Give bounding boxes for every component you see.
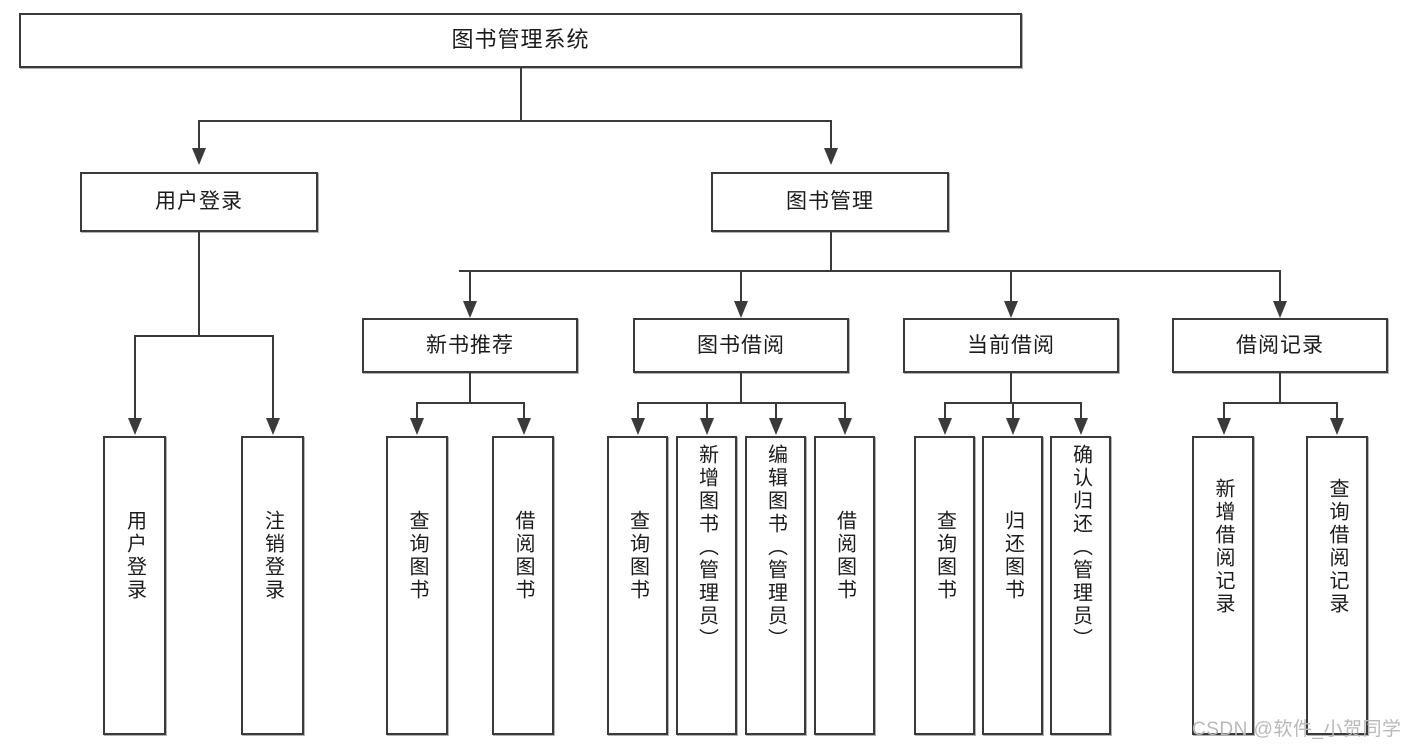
node-root-system[interactable]: 图书管理系统 bbox=[19, 13, 1022, 68]
node-book-borrow[interactable]: 图书借阅 bbox=[633, 318, 849, 373]
connector-user-login-bus bbox=[134, 335, 274, 337]
node-label: 新增图书（管理员） bbox=[695, 444, 718, 651]
connector-root-stem bbox=[520, 68, 522, 120]
arrowhead-leaf-bookborrow-3 bbox=[838, 418, 852, 435]
connector-drop-leaf-current-2 bbox=[1080, 402, 1082, 419]
arrowhead-book-borrow bbox=[734, 301, 748, 318]
node-user-login[interactable]: 用户登录 bbox=[80, 172, 318, 232]
connector-drop-current-borrow bbox=[1010, 270, 1012, 302]
connector-new-book-bus bbox=[416, 402, 524, 404]
node-label: 用户登录 bbox=[123, 510, 146, 602]
node-new-book-recommend[interactable]: 新书推荐 bbox=[362, 318, 578, 373]
connector-book-manage-stem bbox=[830, 232, 832, 271]
connector-drop-leaf-user-login-0 bbox=[134, 335, 136, 419]
connector-level2-bus bbox=[198, 120, 832, 122]
node-leaf-query-borrow-record[interactable]: 查询借阅记录 bbox=[1306, 436, 1368, 735]
connector-drop-leaf-current-0 bbox=[944, 402, 946, 419]
node-label: 注销登录 bbox=[261, 510, 284, 602]
arrowhead-leaf-record-1 bbox=[1330, 418, 1344, 435]
connector-drop-leaf-user-login-1 bbox=[272, 335, 274, 419]
node-label: 用户登录 bbox=[155, 190, 243, 214]
connector-drop-leaf-record-1 bbox=[1336, 402, 1338, 419]
node-book-management[interactable]: 图书管理 bbox=[711, 172, 949, 232]
node-label: 图书管理系统 bbox=[451, 27, 590, 53]
connector-drop-book-borrow bbox=[740, 270, 742, 302]
connector-drop-leaf-newbook-0 bbox=[416, 402, 418, 419]
node-label: 新书推荐 bbox=[426, 333, 514, 357]
connector-drop-leaf-current-1 bbox=[1012, 402, 1014, 419]
connector-drop-leaf-bookborrow-3 bbox=[844, 402, 846, 419]
arrowhead-leaf-current-2 bbox=[1074, 418, 1088, 435]
arrowhead-user-login bbox=[192, 148, 206, 165]
node-leaf-borrow-book-newbook[interactable]: 借阅图书 bbox=[492, 436, 554, 735]
connector-borrow-record-stem bbox=[1279, 373, 1281, 403]
connector-drop-leaf-bookborrow-1 bbox=[706, 402, 708, 419]
connector-book-borrow-bus bbox=[637, 402, 845, 404]
connector-level3-bus bbox=[459, 270, 1281, 272]
arrowhead-current-borrow bbox=[1004, 301, 1018, 318]
node-label: 图书借阅 bbox=[697, 333, 785, 357]
node-leaf-add-borrow-record[interactable]: 新增借阅记录 bbox=[1192, 436, 1254, 735]
connector-current-borrow-stem bbox=[1010, 373, 1012, 403]
arrowhead-leaf-current-0 bbox=[938, 418, 952, 435]
connector-new-book-stem bbox=[469, 373, 471, 403]
node-leaf-query-book-newbook[interactable]: 查询图书 bbox=[386, 436, 448, 735]
connector-user-login-stem bbox=[198, 232, 200, 335]
arrowhead-new-book bbox=[463, 301, 477, 318]
node-leaf-logout[interactable]: 注销登录 bbox=[241, 436, 304, 735]
arrowhead-borrow-record bbox=[1273, 301, 1287, 318]
arrowhead-leaf-user-login-1 bbox=[266, 418, 280, 435]
node-label: 查询图书 bbox=[933, 510, 956, 602]
node-label: 图书管理 bbox=[786, 190, 874, 214]
node-leaf-add-book-admin[interactable]: 新增图书（管理员） bbox=[676, 436, 737, 735]
node-label: 借阅记录 bbox=[1236, 333, 1324, 357]
node-leaf-confirm-return-admin[interactable]: 确认归还（管理员） bbox=[1050, 436, 1111, 735]
node-current-borrow[interactable]: 当前借阅 bbox=[903, 318, 1119, 373]
node-leaf-query-book-current[interactable]: 查询图书 bbox=[914, 436, 975, 735]
connector-drop-leaf-bookborrow-2 bbox=[775, 402, 777, 419]
node-leaf-user-login[interactable]: 用户登录 bbox=[103, 436, 166, 735]
node-label: 编辑图书（管理员） bbox=[764, 444, 787, 651]
arrowhead-leaf-bookborrow-0 bbox=[631, 418, 645, 435]
connector-book-borrow-stem bbox=[740, 373, 742, 403]
arrowhead-leaf-record-0 bbox=[1217, 418, 1231, 435]
arrowhead-leaf-user-login-0 bbox=[128, 418, 142, 435]
node-leaf-borrow-book[interactable]: 借阅图书 bbox=[814, 436, 875, 735]
connector-drop-leaf-newbook-1 bbox=[523, 402, 525, 419]
connector-drop-book-manage bbox=[830, 120, 832, 149]
node-label: 查询图书 bbox=[406, 510, 428, 602]
node-label: 查询借阅记录 bbox=[1326, 478, 1348, 616]
arrowhead-leaf-bookborrow-2 bbox=[769, 418, 783, 435]
node-borrow-record[interactable]: 借阅记录 bbox=[1172, 318, 1388, 373]
connector-borrow-record-bus bbox=[1223, 402, 1337, 404]
arrowhead-leaf-newbook-1 bbox=[517, 418, 531, 435]
node-leaf-return-book[interactable]: 归还图书 bbox=[982, 436, 1043, 735]
arrowhead-leaf-newbook-0 bbox=[410, 418, 424, 435]
arrowhead-leaf-current-1 bbox=[1006, 418, 1020, 435]
node-label: 新增借阅记录 bbox=[1212, 478, 1234, 616]
arrowhead-book-manage bbox=[824, 148, 838, 165]
node-leaf-query-book-borrow[interactable]: 查询图书 bbox=[607, 436, 668, 735]
connector-drop-leaf-bookborrow-0 bbox=[637, 402, 639, 419]
node-leaf-edit-book-admin[interactable]: 编辑图书（管理员） bbox=[745, 436, 806, 735]
node-label: 查询图书 bbox=[626, 510, 649, 602]
connector-drop-new-book bbox=[469, 270, 471, 302]
connector-drop-borrow-record bbox=[1279, 270, 1281, 302]
connector-drop-user-login bbox=[198, 120, 200, 149]
node-label: 借阅图书 bbox=[512, 510, 534, 602]
arrowhead-leaf-bookborrow-1 bbox=[700, 418, 714, 435]
node-label: 归还图书 bbox=[1001, 510, 1024, 602]
node-label: 当前借阅 bbox=[967, 333, 1055, 357]
connector-drop-leaf-record-0 bbox=[1223, 402, 1225, 419]
node-label: 确认归还（管理员） bbox=[1069, 444, 1092, 651]
node-label: 借阅图书 bbox=[833, 510, 856, 602]
